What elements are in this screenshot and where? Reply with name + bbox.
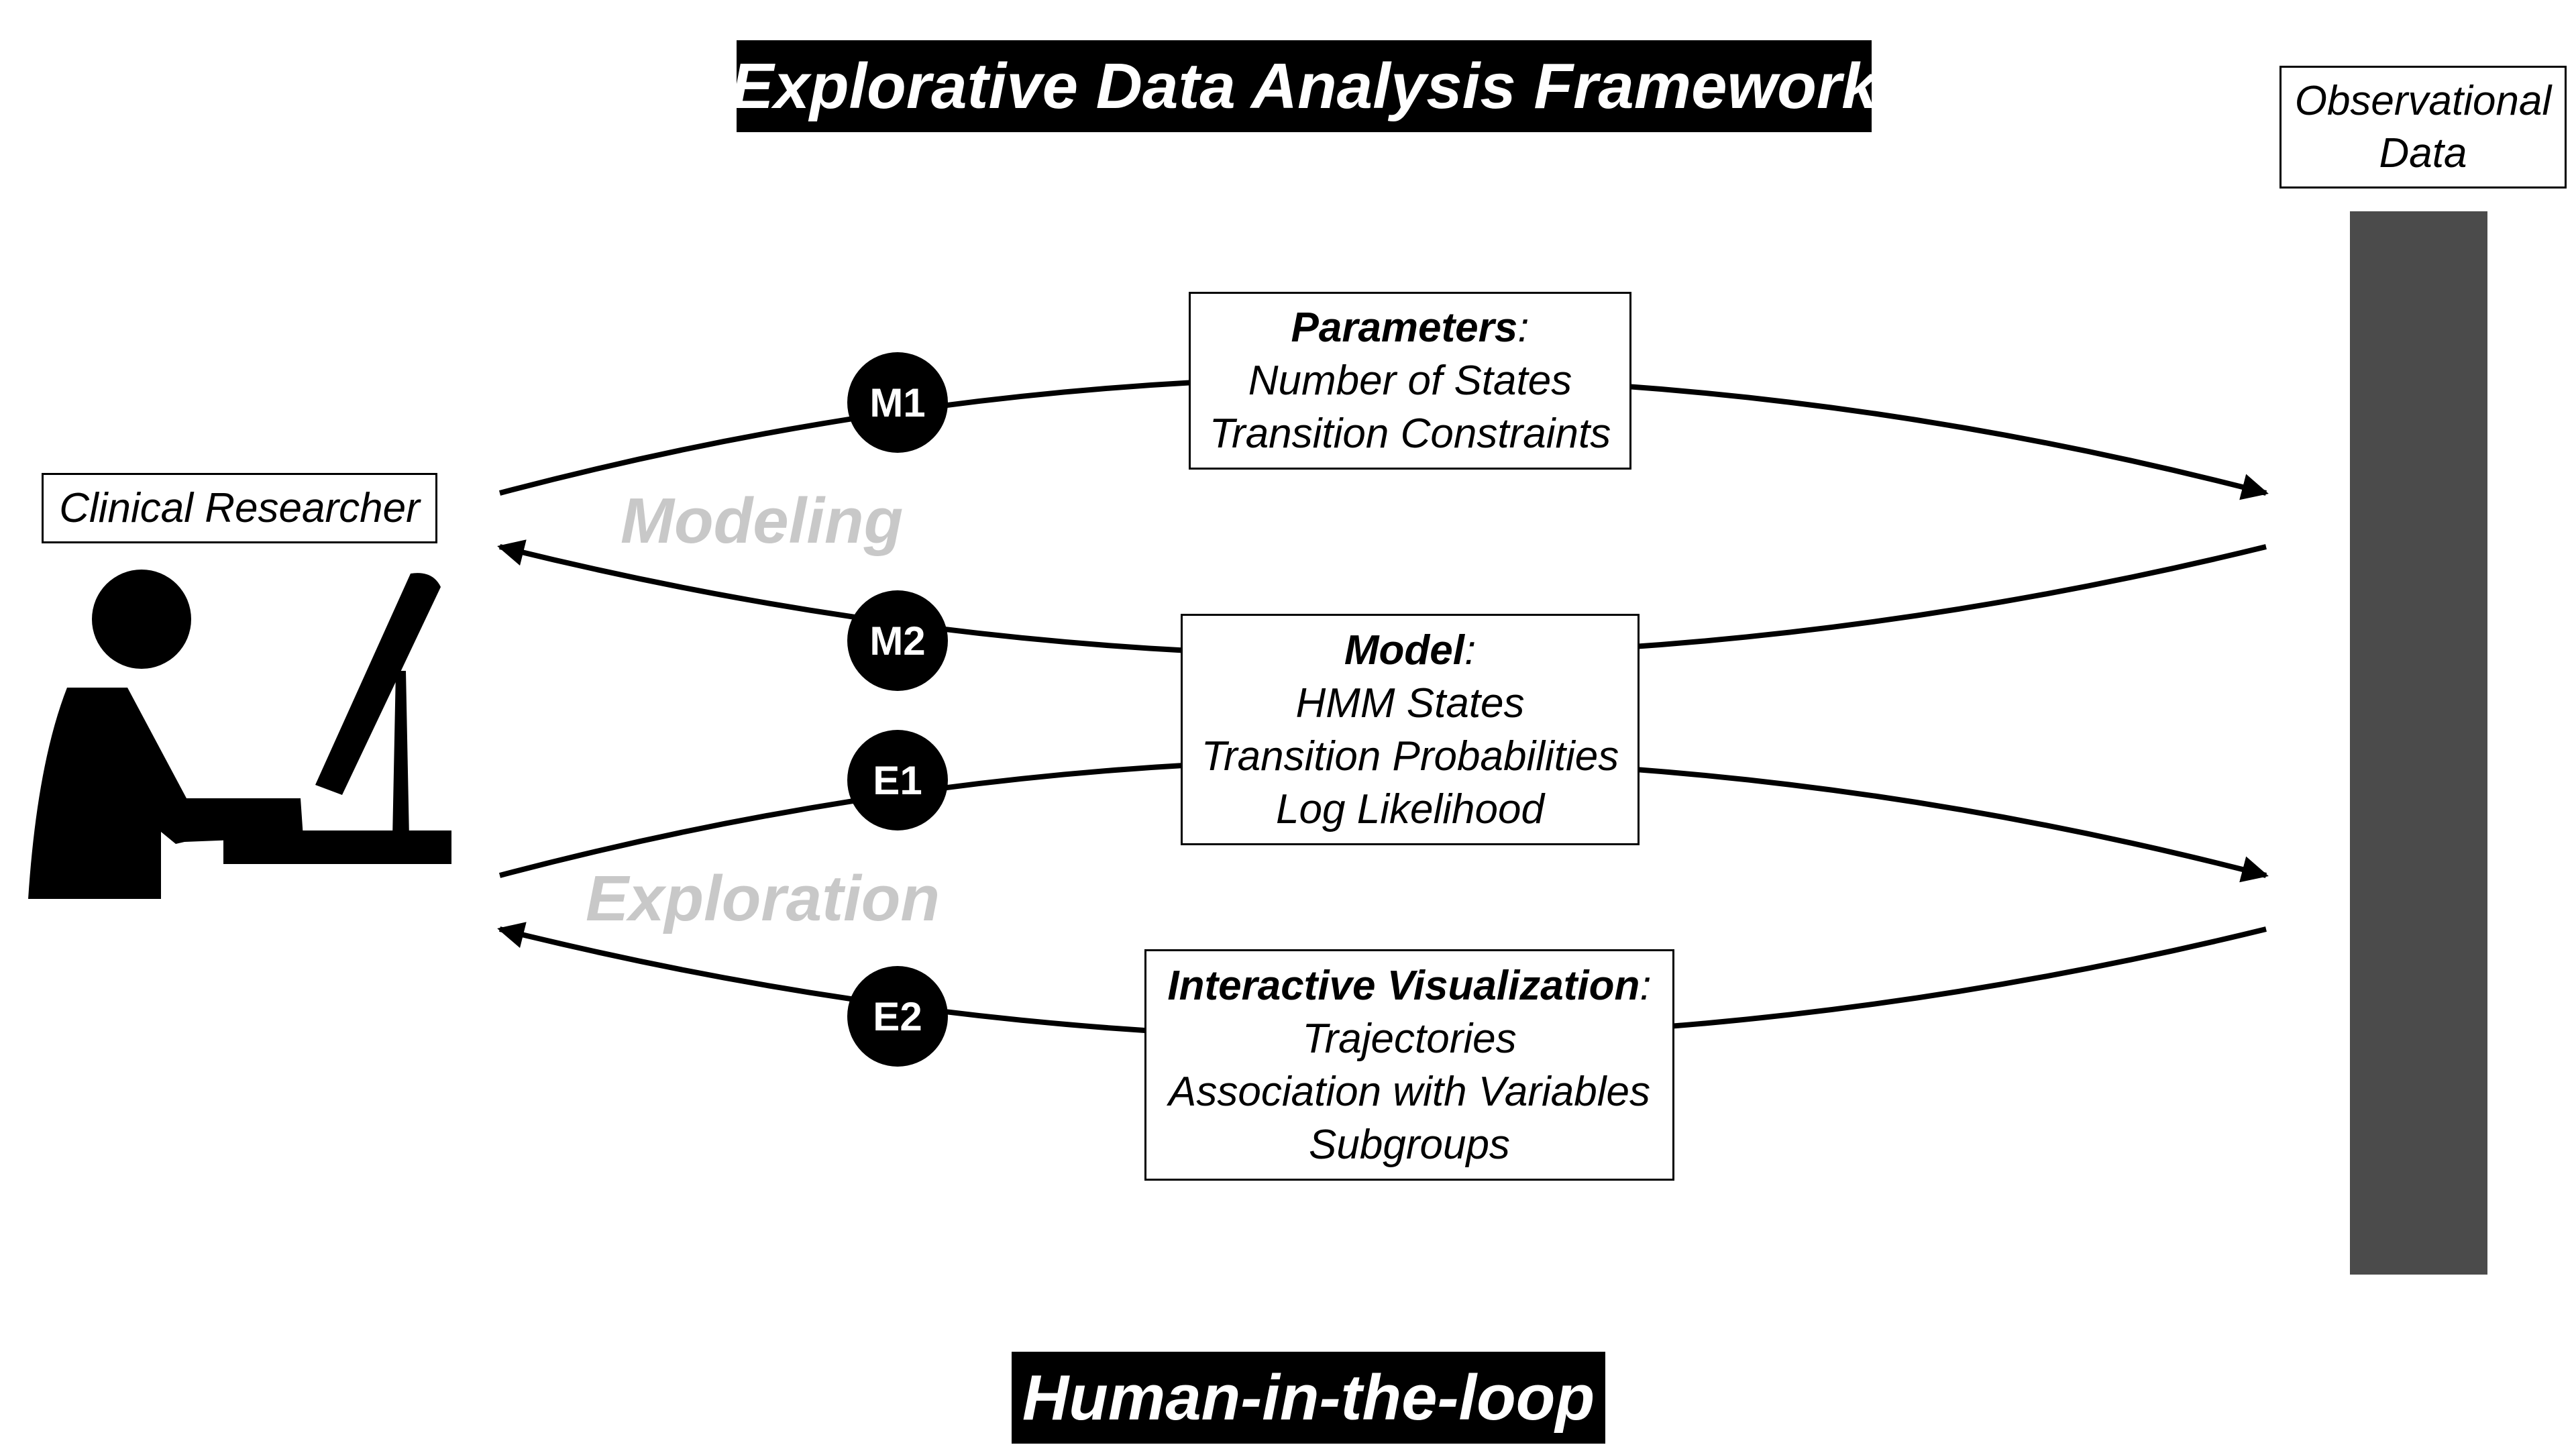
footer-title: Human-in-the-loop xyxy=(1012,1352,1605,1444)
step-badge-e1: E1 xyxy=(847,730,948,830)
researcher-icon xyxy=(28,570,451,899)
parameters-heading: Parameters: xyxy=(1291,305,1529,351)
parameters-box: Parameters: Number of States Transition … xyxy=(1189,292,1631,470)
step-badge-m1: M1 xyxy=(847,352,948,453)
step-badge-m2: M2 xyxy=(847,590,948,691)
parameters-line: Number of States xyxy=(1248,358,1572,404)
observational-data-label: Observational Data xyxy=(2279,66,2567,189)
visualization-box: Interactive Visualization: Trajectories … xyxy=(1144,949,1674,1181)
model-heading: Model: xyxy=(1344,627,1477,674)
researcher-label-text: Clinical Researcher xyxy=(59,485,420,531)
model-line: HMM States xyxy=(1295,680,1525,727)
visualization-line: Association with Variables xyxy=(1169,1068,1650,1115)
visualization-heading: Interactive Visualization: xyxy=(1167,962,1652,1009)
researcher-label: Clinical Researcher xyxy=(42,473,437,543)
model-box: Model: HMM States Transition Probabiliti… xyxy=(1181,614,1640,845)
data-label-line-1: Observational xyxy=(2294,77,2552,124)
model-line: Log Likelihood xyxy=(1276,786,1544,833)
visualization-line: Trajectories xyxy=(1302,1015,1517,1062)
model-line: Transition Probabilities xyxy=(1201,733,1619,780)
diagram-title: Explorative Data Analysis Framework xyxy=(731,40,1878,132)
parameters-line: Transition Constraints xyxy=(1209,411,1611,457)
observational-data-bar xyxy=(2350,211,2487,1275)
visualization-line: Subgroups xyxy=(1309,1121,1510,1168)
section-label-modeling: Modeling xyxy=(621,485,904,557)
section-label-exploration: Exploration xyxy=(586,863,941,934)
step-badge-e2: E2 xyxy=(847,966,948,1067)
data-label-line-2: Data xyxy=(2379,129,2467,176)
